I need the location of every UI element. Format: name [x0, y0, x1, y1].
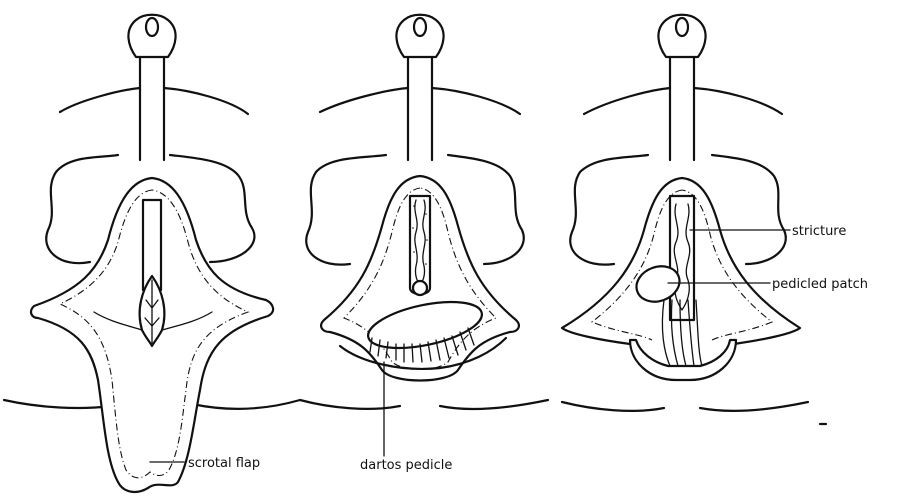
buttock-line-left-1: [4, 400, 112, 408]
perineum-outline-left-3: [570, 155, 648, 265]
urethral-opening-2: [413, 281, 427, 295]
stricture-label: stricture: [792, 224, 846, 239]
thigh-line-right-3: [694, 88, 782, 114]
panel-2-dartos-pedicle: dartos pedicle: [300, 15, 548, 473]
thigh-line-left-1: [60, 88, 140, 112]
thigh-line-left-3: [584, 88, 670, 114]
thigh-line-right-2: [432, 88, 520, 114]
urethral-strip-3: [670, 196, 694, 320]
thigh-line-left-2: [320, 88, 408, 112]
scrotal-flap-label: scrotal flap: [188, 456, 260, 471]
buttock-line-left-2: [300, 400, 400, 409]
thigh-line-right-1: [164, 88, 248, 114]
pedicled-patch-label: pedicled patch: [772, 277, 868, 292]
buttock-line-right-3: [700, 402, 808, 411]
panel-1-scrotal-flap: scrotal flap: [4, 15, 300, 492]
buttock-line-left-3: [562, 402, 664, 411]
panel-3-pedicled-patch: stricture pedicled patch: [562, 15, 868, 424]
dartos-pedicle-label: dartos pedicle: [360, 458, 452, 473]
urethral-strip-2: [410, 196, 430, 294]
buttock-line-right-1: [192, 400, 300, 409]
buttock-line-right-2: [440, 400, 548, 409]
